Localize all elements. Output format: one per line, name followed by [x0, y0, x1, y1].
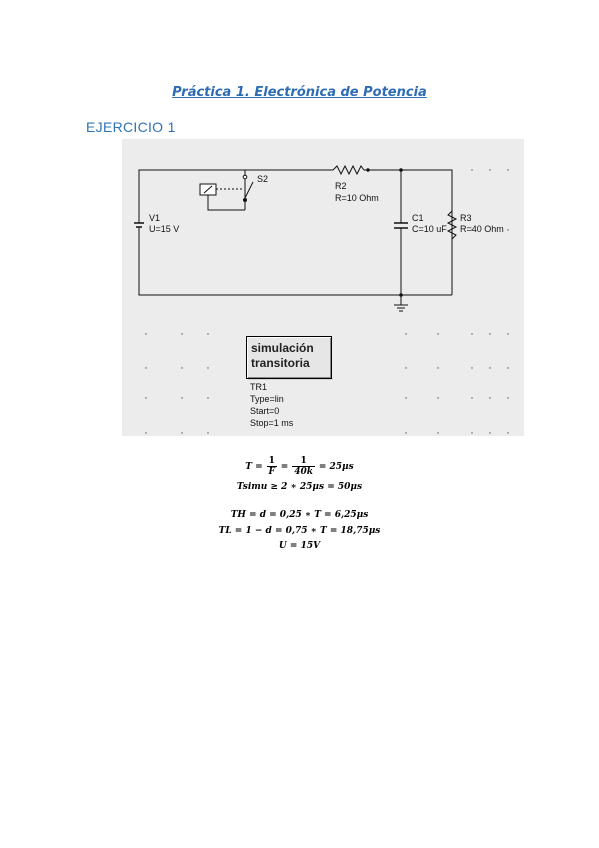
sim-start: Start=0	[250, 406, 280, 416]
junction-dots	[399, 168, 403, 297]
relay-symbol	[199, 183, 242, 196]
c1-name: C1	[412, 213, 424, 223]
eq1-fraction-2: 1 40k	[292, 456, 315, 477]
sim-line2: transitoria	[251, 356, 310, 370]
r2-value: R=10 Ohm	[335, 193, 379, 203]
grid-dots	[145, 169, 509, 434]
eq1-frac1-den: F	[268, 467, 275, 477]
document-title: Práctica 1. Electrónica de Potencia	[172, 85, 427, 100]
v1-value: U=15 V	[149, 224, 180, 234]
sim-type: Type=lin	[250, 394, 284, 404]
equation-tl: TL = 1 − d = 0,75 ∗ T = 18,75μs	[218, 526, 381, 536]
r3-value: R=40 Ohm	[460, 224, 504, 234]
circuit-diagram	[134, 164, 509, 434]
equation-tsimu: Tsimu ≥ 2 ∗ 25μs = 50μs	[236, 482, 363, 492]
section-heading: EJERCICIO 1	[86, 119, 176, 135]
sim-stop: Stop=1 ms	[250, 418, 294, 428]
v1-name: V1	[149, 213, 161, 223]
r2-name: R2	[335, 181, 347, 191]
r3-name: R3	[460, 213, 472, 223]
eq1-frac2-num: 1	[292, 456, 315, 467]
resistor-r2-symbol	[332, 164, 370, 176]
switch-symbol	[242, 174, 254, 202]
equation-period: T = 1 F = 1 40k = 25μs	[0, 456, 599, 477]
eq1-frac2-den: 40k	[294, 467, 313, 477]
battery-symbol	[134, 222, 144, 238]
eq1-rhs: = 25μs	[318, 462, 354, 472]
circuit-wires	[138, 169, 453, 305]
equation-u: U = 15V	[278, 541, 321, 551]
s2-name: S2	[257, 174, 269, 184]
capacitor-c1-symbol	[394, 222, 408, 234]
equation-th: TH = d = 0,25 ∗ T = 6,25μs	[230, 510, 369, 520]
sim-line1: simulación	[251, 341, 314, 355]
ground-symbol	[394, 304, 408, 312]
eq1-lhs: T =	[245, 462, 263, 472]
sim-name: TR1	[250, 382, 268, 392]
eq1-fraction-1: 1 F	[266, 456, 277, 477]
eq1-frac1-num: 1	[266, 456, 277, 467]
circuit-schematic: V1 U=15 V S2 R2 R=10 Ohm C1 C=10 uF R3 R…	[122, 139, 524, 436]
eq1-equals: =	[280, 462, 289, 472]
resistor-r3-symbol	[446, 210, 458, 240]
simulation-block: simulación transitoria	[246, 336, 332, 379]
c1-value: C=10 uF	[412, 224, 447, 234]
